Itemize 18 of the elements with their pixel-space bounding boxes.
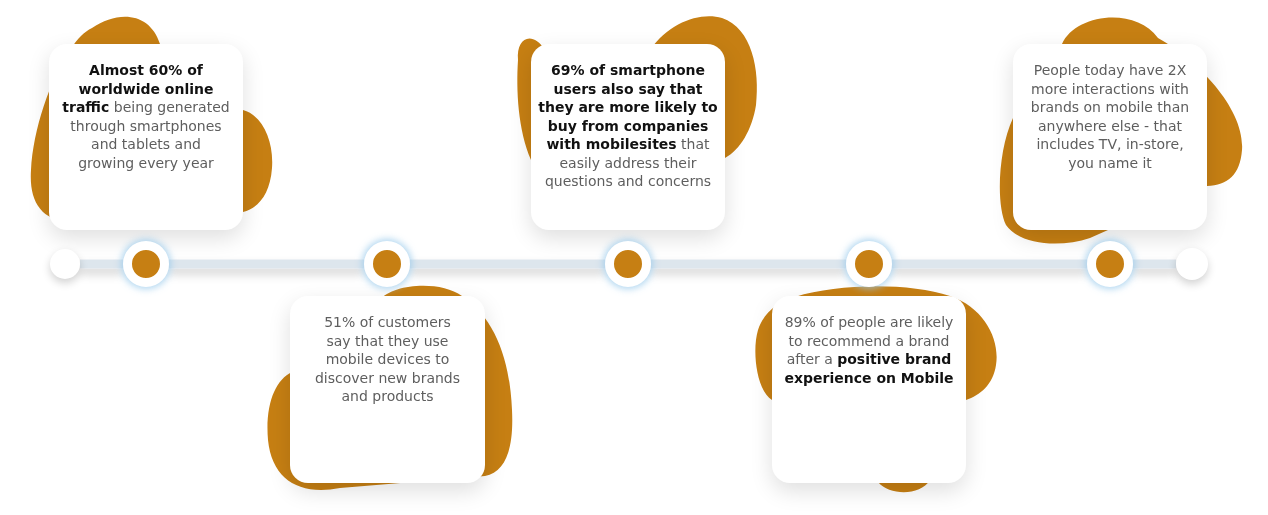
timeline-line: [80, 259, 123, 269]
timeline-line: [892, 259, 1087, 269]
stat-card: [290, 296, 485, 483]
timeline-line: [651, 259, 846, 269]
stat-text: 51% of customers say that they use mobile devices to discover new brands and products: [313, 313, 462, 406]
stat-card: [49, 44, 243, 230]
stat-text: People today have 2X more interactions with brands on mobile than anywhere else - that includes TV, in-store, you name it: [1029, 61, 1191, 172]
stat-card: [772, 296, 966, 483]
timeline-line: [169, 259, 364, 269]
timeline-end-point: [1176, 248, 1208, 280]
timeline-line: [410, 259, 605, 269]
stat-card: [1013, 44, 1207, 230]
stat-text: Almost 60% of worldwide online traffic being generated through smartphones and tablets and growing every year: [62, 61, 230, 172]
stat-text: 69% of smartphone users also say that they are more likely to buy from companies with mobilesites that easily address their questions and concerns: [537, 61, 719, 191]
timeline-line: [1133, 259, 1176, 269]
stat-card: [531, 44, 725, 230]
stat-text: 89% of people are likely to recommend a brand after a positive brand experience on Mobile: [783, 313, 955, 387]
timeline-end-point: [50, 249, 80, 279]
